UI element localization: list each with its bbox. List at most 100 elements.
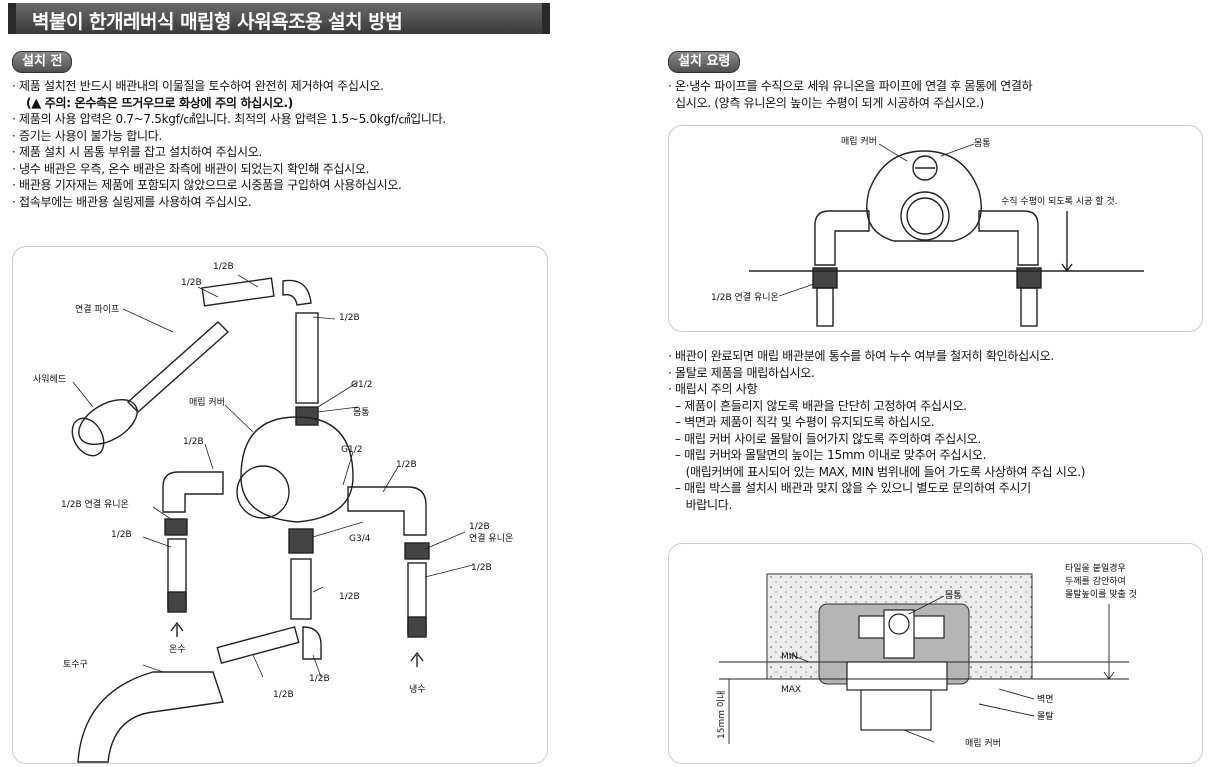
section-heading-before: 설치 전 xyxy=(12,51,73,73)
section-view-diagram: 타일을 붙일경우 두께를 감안하여 몰탈높이를 맞출 것 몸통 MIN MAX … xyxy=(716,562,1137,749)
before-item: · 제품의 사용 압력은 0.7~7.5kgf/㎠입니다. 최적의 사용 압력은… xyxy=(12,112,446,126)
label-spout: 토수구 xyxy=(63,659,88,670)
label-union-right: 연결 유니온 xyxy=(469,533,513,544)
spout-pipe xyxy=(290,558,312,620)
exploded-assembly-panel: 1/2B 1/2B 연결 파이프 1/2B 사워헤드 G1/2 매립 커버 몸통… xyxy=(12,246,548,764)
union-right-shape xyxy=(404,542,430,560)
label-half-inch: 1/2B xyxy=(273,690,294,700)
spout-pipe-horizontal xyxy=(216,626,300,664)
left-supply xyxy=(816,287,834,327)
union-left-shape xyxy=(164,518,188,536)
label-body: 몸통 xyxy=(945,590,962,601)
before-item: · 증기는 사용이 불가능 합니다. xyxy=(12,128,162,143)
label-cover: 매립 커버 xyxy=(189,397,225,408)
label-half-inch: 1/2B xyxy=(111,530,132,540)
label-g-three-quarter: G3/4 xyxy=(349,534,371,544)
label-cover: 매립 커버 xyxy=(841,136,877,147)
label-cold-water: 냉수 xyxy=(409,684,426,695)
vertical-pipe-upper xyxy=(295,312,319,404)
label-half-inch: 1/2B xyxy=(181,278,202,288)
hot-pipe-thread xyxy=(167,591,187,613)
label-level-note: 수직 수평이 되도록 시공 할 것. xyxy=(1001,196,1118,207)
before-item: · 제품 설치 시 몸통 부위를 잡고 설치하여 주십시오. xyxy=(12,145,262,159)
thread-g34 xyxy=(288,528,314,554)
shower-face-shape xyxy=(71,417,105,457)
label-tile-note: 두께를 감안하여 xyxy=(1065,575,1126,587)
body-circle xyxy=(900,191,950,241)
title-bar-left-cap xyxy=(8,3,16,34)
title-bar-right-cap xyxy=(542,3,550,34)
install-item: · 배관이 완료되면 매립 배관분에 통수를 하여 누수 여부를 철저히 확인하… xyxy=(668,349,1054,363)
label-half-inch: 1/2B xyxy=(213,262,234,272)
hot-arrow-icon xyxy=(170,621,184,637)
label-connect-pipe: 연결 파이프 xyxy=(75,304,119,315)
elbow-left xyxy=(162,471,224,513)
before-item: · 제품 설치전 반드시 배관내의 이물질을 토수하여 완전히 제거하여 주십시… xyxy=(12,79,384,93)
label-half-inch: 1/2B xyxy=(183,437,204,447)
mortar-height-arrow-icon xyxy=(1103,671,1115,680)
cover-plate xyxy=(846,661,948,691)
right-pipe-elbow xyxy=(978,210,1039,266)
label-half-inch: 1/2B xyxy=(309,674,330,684)
label-cover: 매립 커버 xyxy=(965,738,1001,749)
label-g-half: G1/2 xyxy=(341,445,362,455)
install-item: · 몰탈로 제품을 매립하십시오. xyxy=(668,365,815,380)
left-pipe-elbow xyxy=(814,210,870,266)
pipe-segment-top xyxy=(201,277,275,307)
install-instructions: · 배관이 완료되면 매립 배관분에 통수를 하여 누수 여부를 철저히 확인하… xyxy=(668,348,1085,513)
cover-outline xyxy=(866,150,982,242)
section-view-panel: 타일을 붙일경우 두께를 감안하여 몰탈높이를 맞출 것 몸통 MIN MAX … xyxy=(668,543,1203,764)
front-view-diagram: 매립 커버 몸통 수직 수평이 되도록 시공 할 것. 1/2B 연결 유니온 xyxy=(711,136,1144,327)
warning-triangle-icon: ▲ xyxy=(31,95,41,111)
install-intro-line: 십시오. (양측 유니온의 높이는 수평이 되게 시공하여 주십시오.) xyxy=(668,95,984,110)
label-mortar: 몰탈 xyxy=(1037,711,1054,722)
label-tile-note: 몰탈높이를 맞출 것 xyxy=(1065,588,1137,600)
install-item: – 매립 커버 사이로 몰탈이 들어가지 않도록 주의하여 주십시오. xyxy=(668,431,981,446)
leader-lines xyxy=(72,274,474,678)
before-item: · 배관용 기자재는 제품에 포함되지 않았으므로 시중품을 구입하여 사용하십… xyxy=(12,178,402,192)
label-union-left: 1/2B 연결 유니온 xyxy=(61,499,129,510)
label-g-half: G1/2 xyxy=(351,380,372,390)
cold-arrow-icon xyxy=(410,651,424,667)
page-title: 벽붙이 한개레버식 매립형 사워욕조용 설치 방법 xyxy=(32,11,403,33)
shower-arm-shape xyxy=(126,321,230,413)
label-body: 몸통 xyxy=(353,407,370,418)
label-hot-water: 온수 xyxy=(169,644,186,655)
warning-text: 주의: 온수측은 뜨거우므로 화상에 주의 하십시오. xyxy=(44,95,288,110)
label-shower-head: 사워헤드 xyxy=(33,373,66,385)
page-title-bar: 벽붙이 한개레버식 매립형 사워욕조용 설치 방법 xyxy=(8,3,550,34)
install-item: 바랍니다. xyxy=(668,497,733,512)
body-core-shape xyxy=(236,465,290,519)
label-union: 1/2B 연결 유니온 xyxy=(711,292,779,303)
install-intro: · 온·냉수 파이프를 수직으로 세워 유니온을 파이프에 연결 후 몸통에 연… xyxy=(668,78,1033,111)
install-item: – 매립 커버와 몰탈면의 높이는 15mm 이내로 맞추어 주십시오. xyxy=(668,448,987,462)
front-view-panel: 매립 커버 몸통 수직 수평이 되도록 시공 할 것. 1/2B 연결 유니온 xyxy=(668,125,1203,332)
leader-lines xyxy=(778,143,975,297)
cold-pipe-thread xyxy=(407,616,427,638)
elbow-top xyxy=(282,279,312,306)
label-tile-note: 타일을 붙일경우 xyxy=(1065,562,1126,574)
warning-line: (▲ 주의: 온수측은 뜨거우므로 화상에 주의 하십시오.) xyxy=(26,95,293,111)
label-max: MAX xyxy=(781,685,801,695)
label-half-inch: 1/2B xyxy=(471,563,492,573)
before-item: · 냉수 배관은 우측, 온수 배관은 좌측에 배관이 되었는지 확인해 주십시… xyxy=(12,161,370,176)
label-body: 몸통 xyxy=(974,138,991,149)
body-inner-circle xyxy=(906,197,944,235)
thread-g12 xyxy=(295,406,319,426)
label-min: MIN xyxy=(781,652,798,662)
body-port xyxy=(888,613,910,635)
section-heading-install: 설치 요령 xyxy=(668,51,741,73)
before-item: · 접속부에는 배관용 실링제를 사용하여 주십시오. xyxy=(12,194,252,209)
elbow-right xyxy=(347,486,427,536)
label-half-inch: 1/2B xyxy=(339,313,360,323)
install-item: – 제품이 흔들리지 않도록 배관을 단단히 고정하여 주십시오. xyxy=(668,398,967,413)
install-intro-line: · 온·냉수 파이프를 수직으로 세워 유니온을 파이프에 연결 후 몸통에 연… xyxy=(668,79,1033,93)
label-half-inch: 1/2B xyxy=(396,460,417,470)
leader-lines xyxy=(788,595,1035,743)
label-wall: 벽면 xyxy=(1037,694,1054,705)
install-item: – 벽면과 제품이 직각 및 수평이 유지되도록 하십시오. xyxy=(668,415,935,429)
install-item: (매립커버에 표시되어 있는 MAX, MIN 범위내에 들어 가도록 사상하여… xyxy=(668,464,1086,479)
install-item: · 매립시 주의 사항 xyxy=(668,382,758,396)
before-instructions: · 제품 설치전 반드시 배관내의 이물질을 토수하여 완전히 제거하여 주십시… xyxy=(12,78,446,210)
label-depth: 15mm 이내 xyxy=(716,691,727,739)
